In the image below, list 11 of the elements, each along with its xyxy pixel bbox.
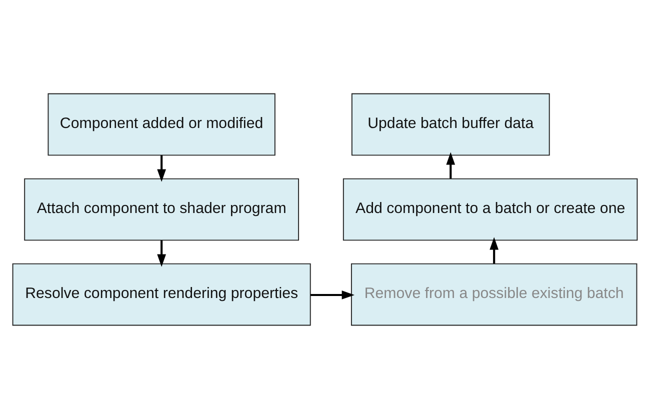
arrow [446,152,456,179]
arrow [157,155,166,182]
arrow [310,290,354,300]
arrow [157,240,166,267]
node-box: Update batch buffer data [351,93,550,156]
node-box: Add component to a batch or create one [342,178,638,241]
node-box: Component added or modified [48,93,276,156]
node-box: Attach component to shader program [24,178,300,241]
arrow [490,237,499,264]
node-box: Resolve component rendering properties [12,263,311,326]
node-box: Remove from a possible existing batch [350,263,638,326]
